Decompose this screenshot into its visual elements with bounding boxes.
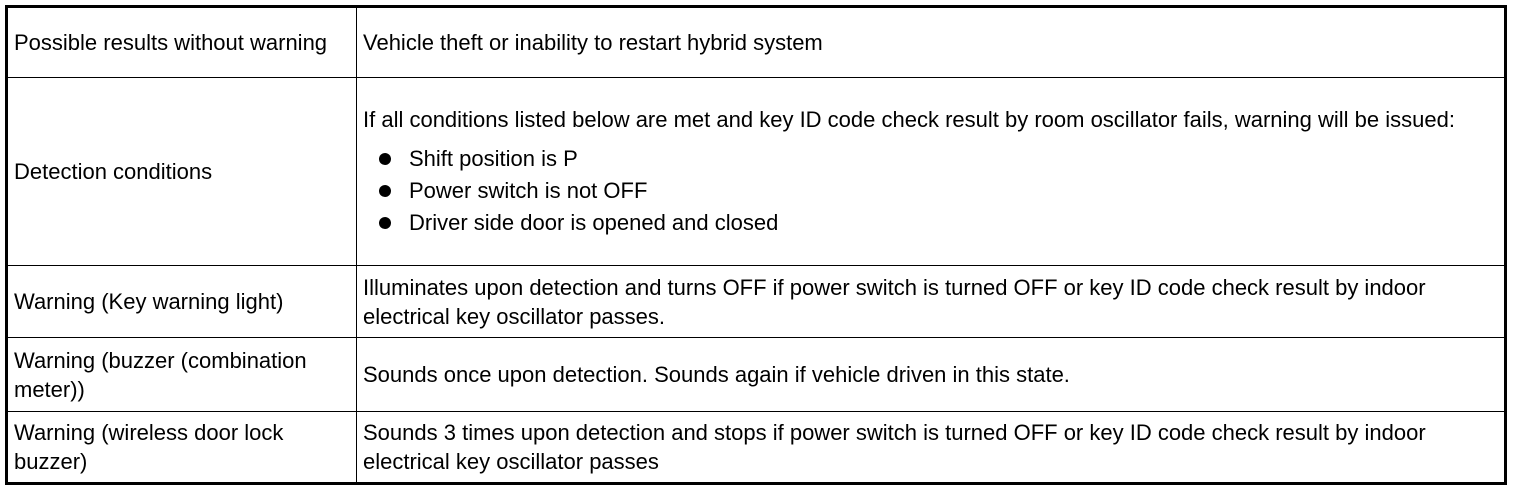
list-item: Shift position is P <box>379 143 1500 175</box>
row-value: Sounds once upon detection. Sounds again… <box>356 337 1506 412</box>
conditions-list: Shift position is P Power switch is not … <box>363 143 1500 239</box>
row-value: If all conditions listed below are met a… <box>356 77 1506 266</box>
table-row-detection-conditions: Detection conditions If all conditions l… <box>6 77 1506 266</box>
warning-spec-table: Possible results without warning Vehicle… <box>5 5 1507 485</box>
row-value: Vehicle theft or inability to restart hy… <box>356 6 1506 78</box>
row-value: Illuminates upon detection and turns OFF… <box>356 265 1506 338</box>
row-value: Sounds 3 times upon detection and stops … <box>356 411 1506 484</box>
bullet-dot-icon <box>379 216 391 229</box>
document-page: Possible results without warning Vehicle… <box>5 5 1507 485</box>
bullet-dot-icon <box>379 152 391 165</box>
list-item: Power switch is not OFF <box>379 175 1500 207</box>
table-row-combination-meter-buzzer: Warning (buzzer (combination meter)) Sou… <box>6 337 1506 412</box>
list-item: Driver side door is opened and closed <box>379 207 1500 239</box>
bullet-dot-icon <box>379 184 391 197</box>
row-label: Warning (buzzer (combination meter)) <box>6 337 357 412</box>
row-label: Possible results without warning <box>6 6 357 78</box>
table-row-possible-results: Possible results without warning Vehicle… <box>6 6 1506 78</box>
row-label: Warning (Key warning light) <box>6 265 357 338</box>
list-item-text: Driver side door is opened and closed <box>409 210 779 235</box>
conditions-intro: If all conditions listed below are met a… <box>363 106 1455 132</box>
row-label: Detection conditions <box>6 77 357 266</box>
row-label: Warning (wireless door lock buzzer) <box>6 411 357 484</box>
table-row-wireless-door-lock-buzzer: Warning (wireless door lock buzzer) Soun… <box>6 411 1506 484</box>
table-row-key-warning-light: Warning (Key warning light) Illuminates … <box>6 265 1506 338</box>
list-item-text: Shift position is P <box>409 146 578 171</box>
list-item-text: Power switch is not OFF <box>409 178 648 203</box>
